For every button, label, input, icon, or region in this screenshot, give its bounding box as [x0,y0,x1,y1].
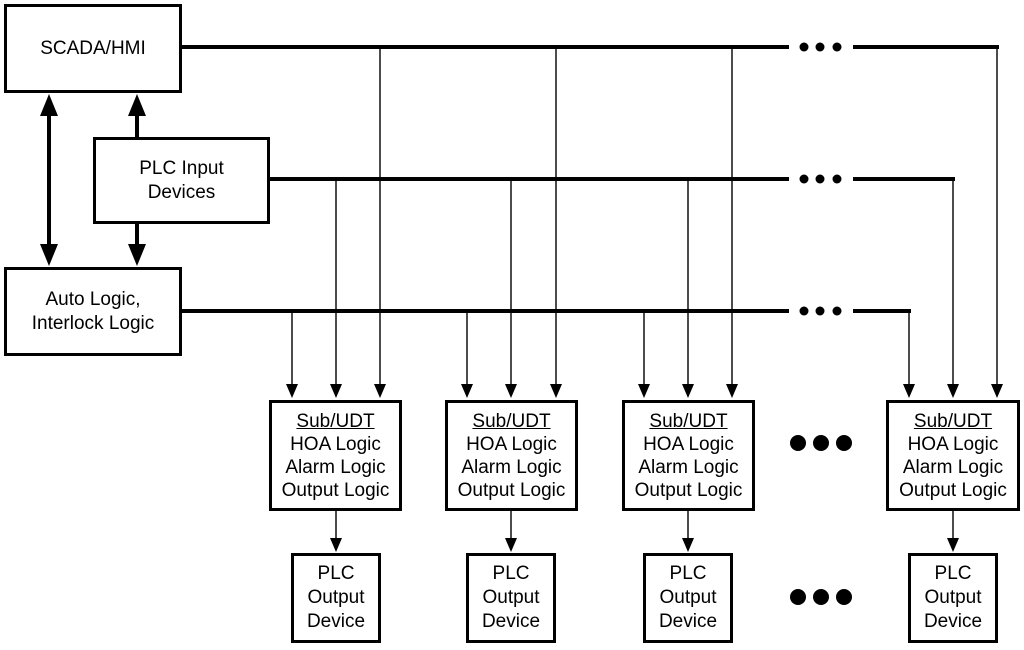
node-sub-udt-2: Sub/UDT HOA Logic Alarm Logic Output Log… [445,400,578,511]
node-label: Output Logic [281,479,390,501]
node-label: Auto Logic, [45,288,141,310]
node-label: PLC [669,563,707,584]
node-plc-output-device-4: PLC Output Device [908,553,998,643]
node-label: Device [481,611,541,632]
plcinput-to-autologic-arrow [128,224,146,266]
node-label: Alarm Logic [902,456,1004,478]
node-label: HOA Logic [643,433,734,455]
node-label: Device [923,611,983,632]
node-plc-output-device-1: PLC Output Device [291,553,381,643]
node-title: Sub/UDT [472,410,551,432]
node-label: PLC Input [139,157,224,179]
node-scada-hmi: SCADA/HMI [4,4,182,93]
node-label: Output [307,587,365,608]
node-sub-udt-1: Sub/UDT HOA Logic Alarm Logic Output Log… [269,400,402,511]
node-label: Output [924,587,982,608]
column-ellipsis-icon [790,435,852,605]
plc-input-bus-drop-arrows [330,179,959,398]
plcinput-to-scada-arrow [128,94,146,137]
node-title: Sub/UDT [649,410,728,432]
node-label: Output Logic [457,479,566,501]
node-label: PLC [492,563,530,584]
node-label: Device [306,611,366,632]
node-label: Output [482,587,540,608]
scada-bus-drop-arrows [374,47,1003,398]
node-label: Alarm Logic [638,456,739,478]
node-title: Sub/UDT [913,410,993,432]
node-title: Sub/UDT [296,410,375,432]
node-label: Output Logic [634,479,743,501]
node-label: PLC [317,563,355,584]
node-label: Device [658,611,718,632]
node-plc-input-devices: PLC Input Devices [93,137,270,224]
node-label: HOA Logic [290,433,381,455]
subudt-to-output-arrows [330,511,959,552]
node-label: Devices [147,181,216,203]
node-auto-interlock-logic: Auto Logic, Interlock Logic [4,267,182,356]
node-label: Alarm Logic [285,456,386,478]
node-label: Alarm Logic [461,456,562,478]
node-label: HOA Logic [466,433,557,455]
node-label: SCADA/HMI [40,37,146,59]
node-label: Interlock Logic [31,312,155,334]
bus-ellipsis-icon [799,42,842,316]
scada-autologic-double-arrow [40,94,58,266]
node-label: HOA Logic [907,433,999,455]
node-label: Output Logic [899,479,1007,501]
auto-logic-bus-drop-arrows [286,311,915,398]
node-plc-output-device-2: PLC Output Device [466,553,556,643]
node-sub-udt-4: Sub/UDT HOA Logic Alarm Logic Output Log… [886,400,1020,511]
node-label: PLC [934,563,972,584]
node-sub-udt-3: Sub/UDT HOA Logic Alarm Logic Output Log… [622,400,755,511]
node-plc-output-device-3: PLC Output Device [643,553,733,643]
node-label: Output [659,587,717,608]
